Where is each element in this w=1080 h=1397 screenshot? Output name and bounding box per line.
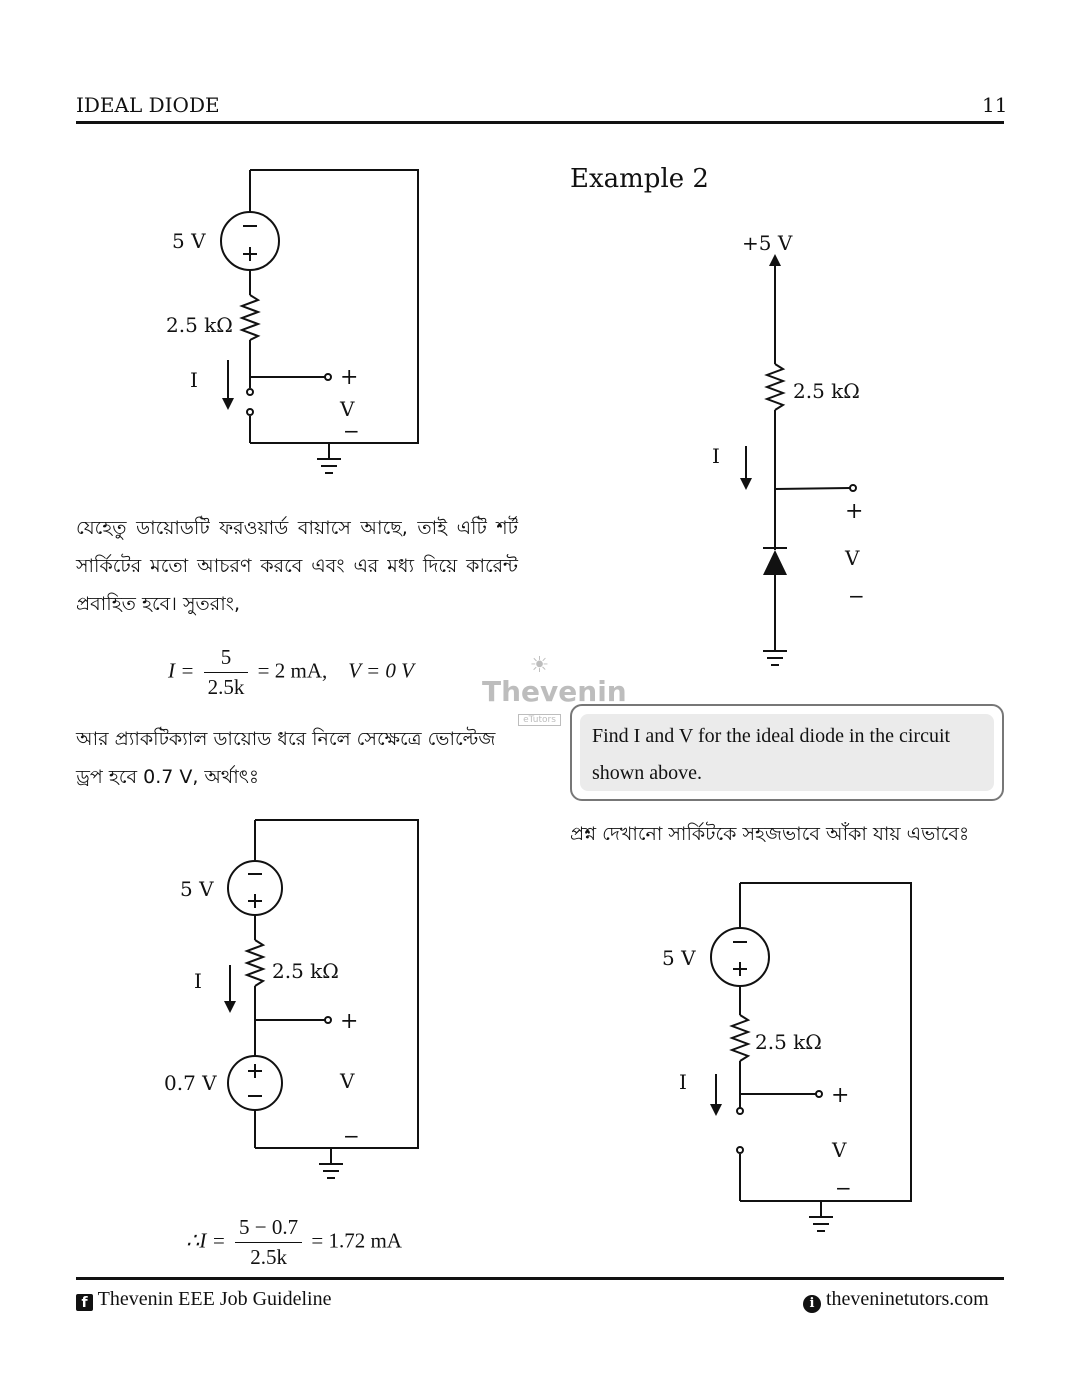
page-number: 11 — [982, 93, 1008, 117]
source-label: 5 V — [180, 877, 214, 901]
circuit-diagram-redrawn: 5 V 2.5 kΩ I + V − — [662, 882, 912, 1232]
diode-icon — [763, 550, 787, 575]
minus-label: − — [343, 1124, 360, 1148]
watermark-logo: ☀ Thevenin eTutors — [482, 653, 627, 726]
resistor-label: 2.5 kΩ — [793, 379, 860, 403]
resistor-label: 2.5 kΩ — [755, 1030, 822, 1054]
plus-label: + — [831, 1083, 849, 1108]
current-arrow-icon — [224, 1001, 236, 1013]
voltage-label: V — [831, 1138, 847, 1162]
minus-label: − — [835, 1176, 852, 1200]
equation-ideal: I = 5 2.5k = 2 mA, V = 0 V — [168, 645, 414, 700]
voltage-label: V — [339, 1069, 355, 1093]
example-circuit-diagram: +5 V 2.5 kΩ I + V − — [712, 231, 865, 666]
circuit-diagram-short: 5 V 2.5 kΩ I + V − — [166, 169, 419, 474]
footer-right[interactable]: i theveninetutors.com — [803, 1288, 989, 1313]
resistor-label: 2.5 kΩ — [272, 959, 339, 983]
circuit-diagram-practical: 5 V 2.5 kΩ I + V − 0.7 V — [164, 819, 419, 1179]
voltage-label: V — [844, 546, 860, 570]
current-arrow-icon — [222, 398, 234, 410]
diode-drop-label: 0.7 V — [164, 1071, 217, 1095]
fraction: 5 2.5k — [203, 645, 249, 700]
plus-label: + — [340, 1009, 358, 1034]
plus-label: + — [340, 365, 358, 390]
plus-label: + — [845, 499, 863, 524]
minus-label: − — [343, 419, 360, 443]
footer-page-name: Thevenin EEE Job Guideline — [97, 1288, 332, 1310]
supply-label: +5 V — [742, 231, 793, 255]
explanation-paragraph-2: আর প্র্যাকটিক্যাল ডায়োড ধরে নিলে সেক্ষে… — [76, 728, 496, 788]
current-arrow-icon — [740, 478, 752, 490]
source-label: 5 V — [172, 229, 206, 253]
equation-practical: ∴I = 5 − 0.7 2.5k = 1.72 mA — [186, 1215, 402, 1270]
footer-left[interactable]: f Thevenin EEE Job Guideline — [76, 1288, 331, 1311]
footer-rule — [76, 1277, 1004, 1280]
source-label: 5 V — [662, 946, 696, 970]
resistor-label: 2.5 kΩ — [166, 313, 233, 337]
minus-label: − — [848, 584, 865, 608]
current-label: I — [190, 368, 198, 392]
info-icon: i — [803, 1295, 821, 1313]
watermark-name: Thevenin — [482, 675, 627, 708]
facebook-icon: f — [76, 1294, 93, 1311]
supply-arrow-icon — [769, 254, 781, 266]
running-header-title: IDEAL DIODE — [76, 93, 220, 117]
example-title: Example 2 — [570, 164, 709, 194]
current-arrow-icon — [710, 1104, 722, 1116]
footer-website: theveninetutors.com — [826, 1288, 989, 1310]
voltage-label: V — [339, 397, 355, 421]
current-label: I — [712, 444, 720, 468]
explanation-paragraph-3: প্রশ্ন দেখানো সার্কিটকে সহজভাবে আঁকা যায… — [570, 823, 970, 845]
current-label: I — [194, 969, 202, 993]
watermark-sub: eTutors — [518, 714, 561, 726]
explanation-paragraph-1: যেহেতু ডায়োডটি ফরওয়ার্ড বায়াসে আছে, ত… — [76, 517, 518, 615]
current-label: I — [679, 1070, 687, 1094]
fraction: 5 − 0.7 2.5k — [235, 1215, 303, 1270]
header-rule — [76, 121, 1004, 124]
problem-statement-box: Find I and V for the ideal diode in the … — [570, 704, 1004, 801]
problem-statement: Find I and V for the ideal diode in the … — [580, 714, 994, 791]
